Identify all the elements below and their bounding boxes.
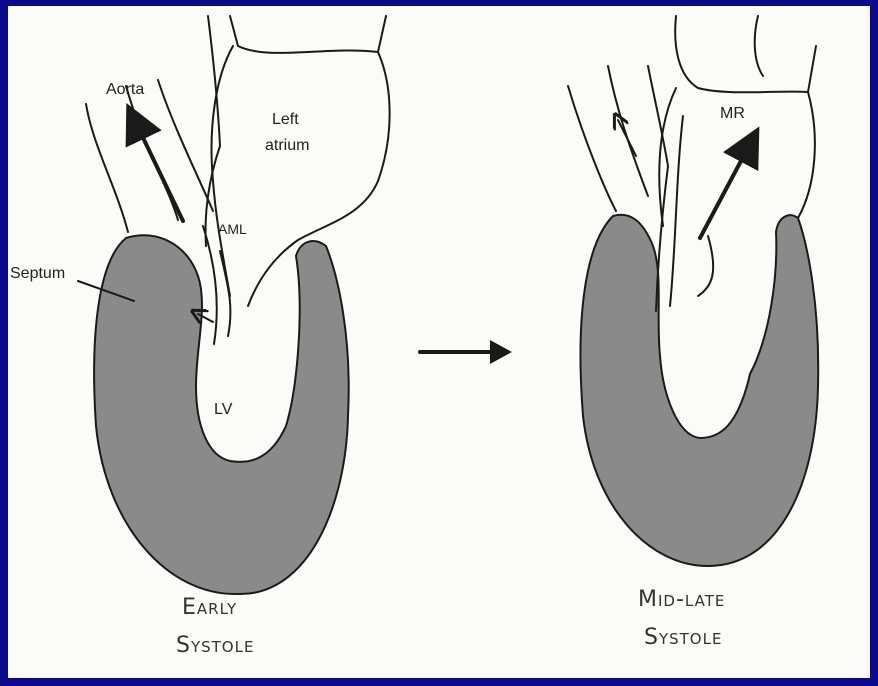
right-arrow-icon (418, 340, 512, 364)
aml-label: AML (218, 221, 247, 237)
mr-label: MR (720, 105, 745, 122)
aml-motion-arrow (198, 314, 214, 322)
early-caption-line1: Early (182, 595, 237, 620)
aorta-label: Aorta (106, 81, 144, 98)
mid-late-systole-heart: MR (567, 15, 820, 568)
midlate-caption-line2: Systole (644, 625, 722, 650)
midlate-caption-line1: Mid-late (638, 587, 725, 612)
septum-pointer (77, 280, 135, 302)
diagram-panel: Aorta Left atrium AML Septum LV (8, 6, 870, 678)
mr-jet-arrow (698, 126, 760, 240)
small-aortic-arrow (618, 120, 637, 157)
left-atrium-label-2: atrium (265, 137, 309, 154)
left-atrium-label-1: Left (272, 111, 299, 128)
aml-leaflet (202, 225, 218, 345)
left-atrium-outline (229, 15, 391, 307)
early-caption-line2: Systole (176, 633, 254, 658)
aorta-left-wall (85, 103, 129, 233)
right-atrium-outline (674, 15, 817, 219)
early-systole-heart: Aorta Left atrium AML Septum LV (10, 15, 391, 596)
lv-label: LV (214, 401, 233, 418)
lv-wall-left (93, 234, 350, 596)
lv-wall-right (579, 213, 820, 568)
aortic-flow-arrow (125, 102, 185, 223)
heart-diagram: Aorta Left atrium AML Septum LV (10, 15, 820, 658)
septum-label: Septum (10, 265, 65, 282)
